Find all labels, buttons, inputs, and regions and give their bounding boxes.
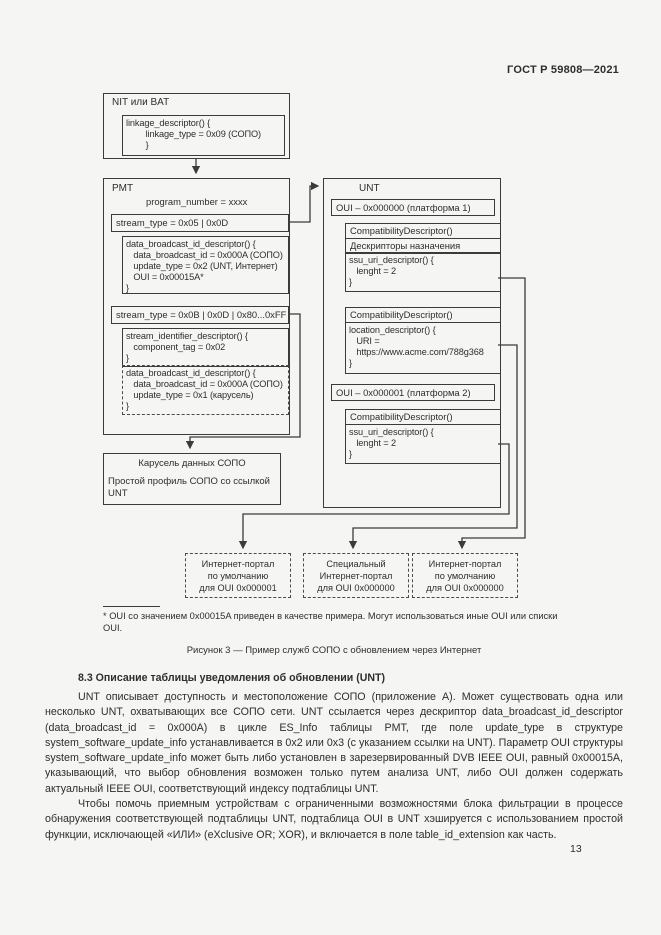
nit-bat-box: NIT или BAT linkage_descriptor() { linka…	[103, 93, 290, 159]
figure-caption: Рисунок 3 — Пример служб СОПО с обновлен…	[186, 645, 482, 656]
unt-ssu-uri-descriptor-1: ssu_uri_descriptor() { lenght = 2 }	[345, 252, 501, 293]
arrow-pmt-to-unt	[289, 181, 320, 223]
running-header-standard-number: ГОСТ Р 59808—2021	[507, 64, 619, 76]
pmt-program-number: program_number = xxxx	[146, 196, 248, 207]
unt-compatibility-descriptor-3: CompatibilityDescriptor()	[345, 409, 501, 425]
unt-target-descriptors: Дескрипторы назначения	[345, 237, 501, 254]
carousel-body: Простой профиль СОПО со ссылкой UNT	[108, 476, 270, 499]
pmt-box: PMT program_number = xxxx stream_type = …	[103, 178, 290, 435]
section-heading: 8.3 Описание таблицы уведомления об обно…	[78, 672, 386, 684]
carousel-box: Карусель данных СОПО Простой профиль СОП…	[103, 453, 281, 505]
pmt-title: PMT	[112, 183, 134, 194]
pmt-stream-type-2: stream_type = 0x0B | 0x0D | 0x80...0xFF	[111, 306, 289, 324]
unt-ssu-uri-descriptor-2: ssu_uri_descriptor() { lenght = 2 }	[345, 423, 501, 464]
section-paragraph-1: UNT описывает доступность и местоположен…	[45, 691, 623, 795]
figure-footnote: * OUI со значением 0x00015A приведен в к…	[103, 611, 558, 633]
portal-special-oui-000000: Специальный Интернет-портал для OUI 0x00…	[303, 553, 409, 598]
section-paragraph-2: Чтобы помочь приемным устройствам с огра…	[45, 798, 623, 841]
pmt-stream-type-1: stream_type = 0x05 | 0x0D	[111, 214, 289, 232]
linkage-descriptor-box: linkage_descriptor() { linkage_type = 0x…	[122, 115, 285, 156]
unt-oui-platform1: OUI – 0x000000 (платформа 1)	[331, 199, 495, 216]
nit-bat-title: NIT или BAT	[112, 97, 170, 108]
pmt-stream-identifier-descriptor: stream_identifier_descriptor() { compone…	[122, 328, 289, 367]
pmt-data-broadcast-descriptor-1: data_broadcast_id_descriptor() { data_br…	[122, 236, 289, 294]
unt-box: UNT OUI – 0x000000 (платформа 1) Compati…	[323, 178, 501, 508]
portal-default-oui-000001: Интернет-портал по умолчанию для OUI 0x0…	[185, 553, 291, 598]
section-body: UNT описывает доступность и местоположен…	[45, 690, 623, 843]
portal-default-oui-000000: Интернет-портал по умолчанию для OUI 0x0…	[412, 553, 518, 598]
unt-oui-platform2: OUI – 0x000001 (платформа 2)	[331, 384, 495, 401]
footnote-rule	[103, 606, 160, 607]
unt-location-descriptor: location_descriptor() { URI = https://ww…	[345, 321, 501, 374]
unt-compatibility-descriptor-1: CompatibilityDescriptor()	[345, 223, 501, 239]
unt-title: UNT	[359, 183, 380, 194]
pmt-data-broadcast-descriptor-2: data_broadcast_id_descriptor() { data_br…	[122, 365, 289, 415]
page-number: 13	[570, 843, 582, 855]
unt-compatibility-descriptor-2: CompatibilityDescriptor()	[345, 307, 501, 323]
carousel-title: Карусель данных СОПО	[138, 458, 246, 469]
